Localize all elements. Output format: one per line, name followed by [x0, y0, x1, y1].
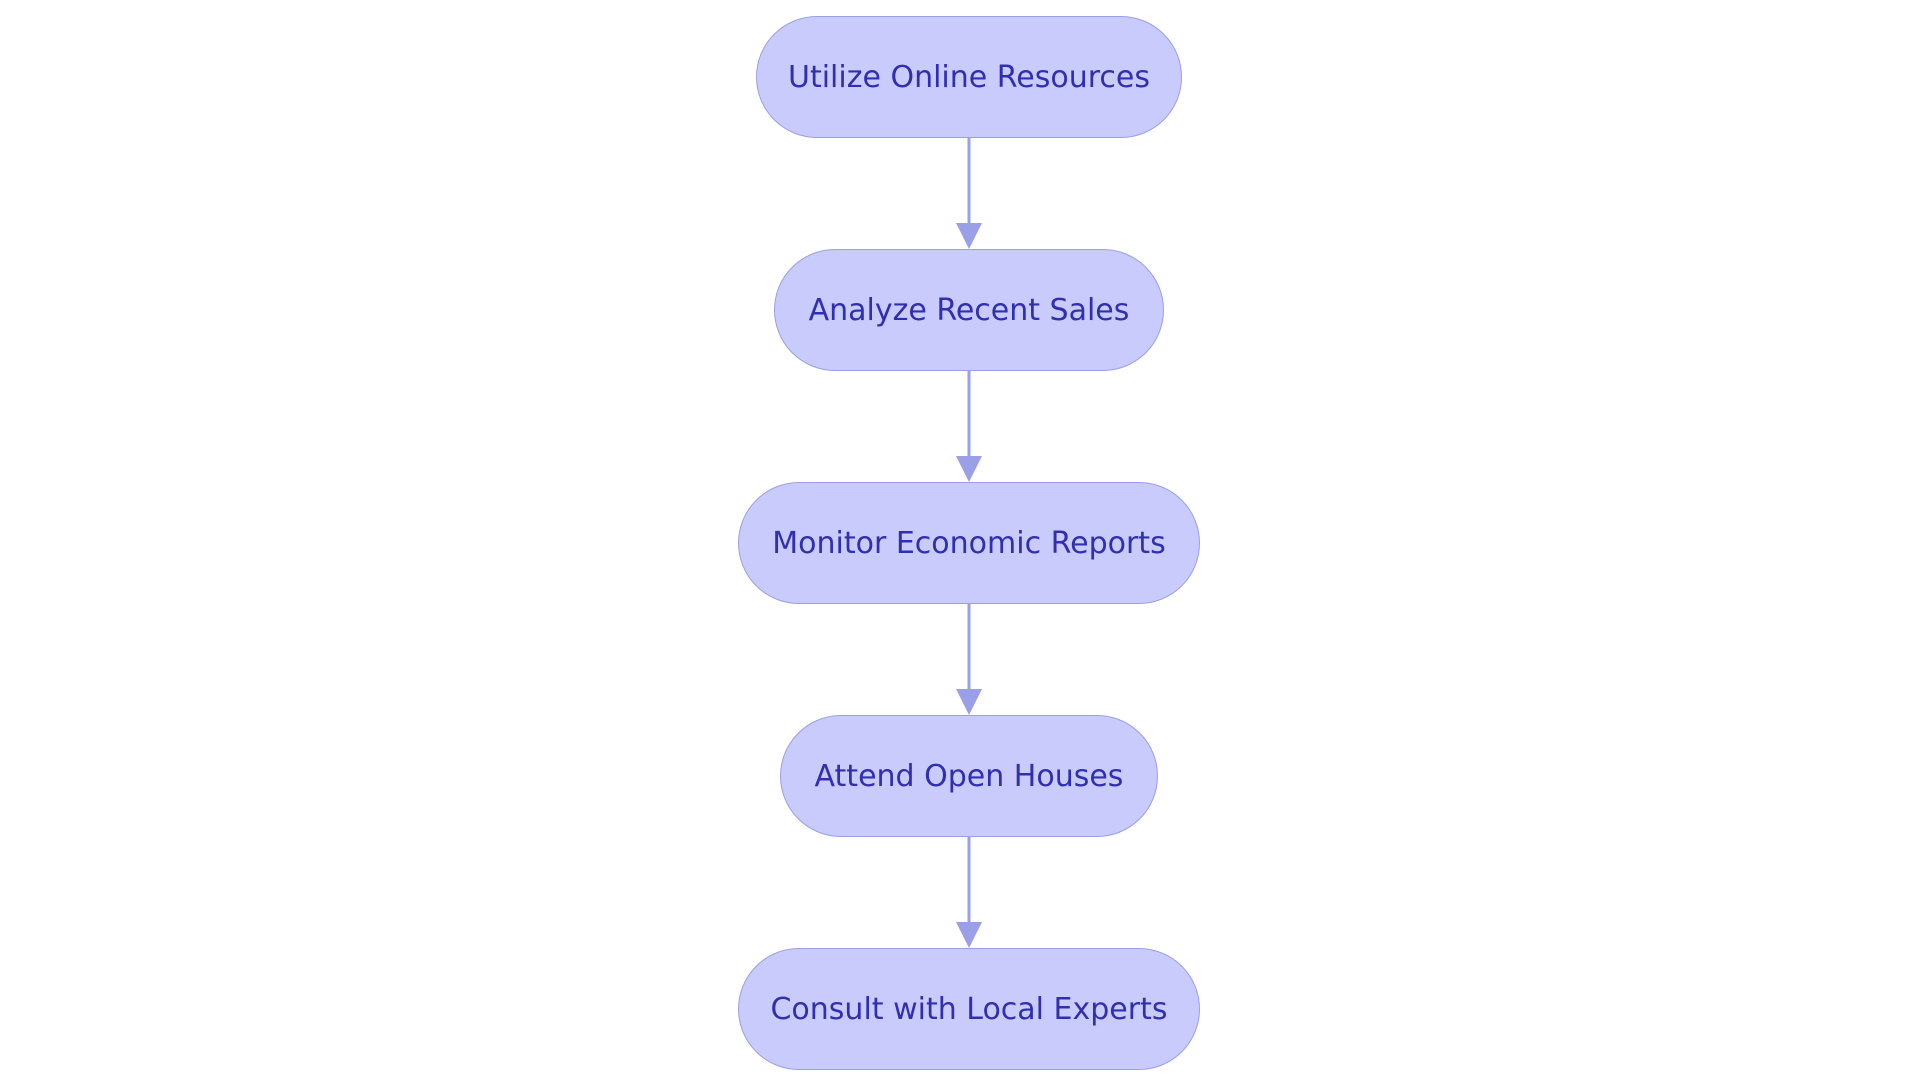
node-monitor-economic-reports[interactable]: Monitor Economic Reports: [738, 482, 1200, 604]
node-label: Attend Open Houses: [814, 758, 1124, 794]
node-consult-with-local-experts[interactable]: Consult with Local Experts: [738, 948, 1200, 1070]
node-attend-open-houses[interactable]: Attend Open Houses: [780, 715, 1158, 837]
arrowhead-icon: [956, 689, 982, 715]
arrowhead-icon: [956, 456, 982, 482]
node-label: Utilize Online Resources: [788, 59, 1150, 95]
node-analyze-recent-sales[interactable]: Analyze Recent Sales: [774, 249, 1164, 371]
arrowhead-icon: [956, 922, 982, 948]
node-label: Consult with Local Experts: [770, 991, 1168, 1027]
node-label: Monitor Economic Reports: [772, 525, 1166, 561]
node-utilize-online-resources[interactable]: Utilize Online Resources: [756, 16, 1182, 138]
arrowhead-icon: [956, 223, 982, 249]
node-label: Analyze Recent Sales: [808, 292, 1130, 328]
